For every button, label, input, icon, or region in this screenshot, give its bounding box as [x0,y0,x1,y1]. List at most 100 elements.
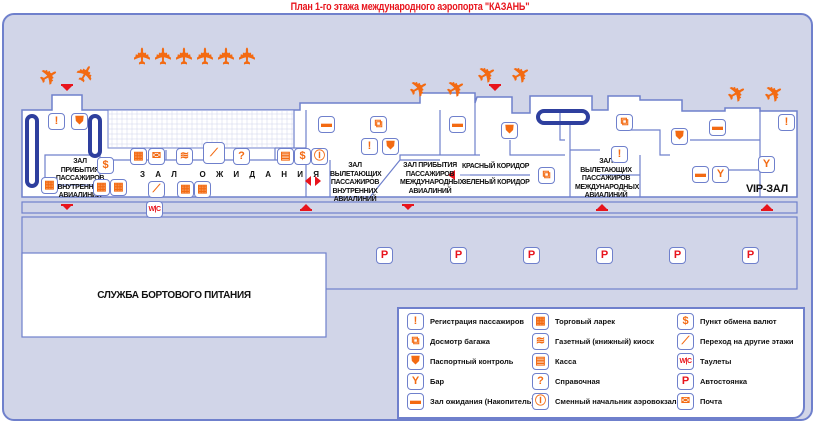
shop-icon[interactable]: ▦ [93,179,110,196]
zone-label-vip: VIP-ЗАЛ [746,183,788,195]
shop-icon[interactable]: ▦ [194,181,211,198]
baggage-icon[interactable]: ⧉ [370,116,387,133]
manager-icon[interactable]: Ⓘ [311,148,328,165]
waiting-icon[interactable]: ▬ [692,166,709,183]
wc-icon: W|C [677,353,694,370]
entrance-arrow-icon [596,204,608,211]
zone-label-domestic-arrivals: ЗАЛ ПРИБЫТИЯ ПАССАЖИРОВ ВНУТРЕННИХ АВИАЛ… [55,158,105,199]
waiting-icon[interactable]: ▬ [709,119,726,136]
zone-label-green-corridor: ЗЕЛЕНЫЙ КОРИДОР [462,179,530,186]
shop-icon[interactable]: ▦ [110,179,127,196]
parking-icon[interactable]: P [450,247,467,264]
baggage-icon[interactable]: ⧉ [616,114,633,131]
exit-arrow-icon [61,84,73,91]
zone-label-waiting-hall: З А Л О Ж И Д А Н И Я [140,170,324,179]
legend-label: Зал ожидания (Накопитель) [430,397,534,406]
exit-arrow-icon [489,84,501,91]
checkin-icon: ! [407,313,424,330]
bar-icon[interactable]: Y [758,156,775,173]
checkin-icon[interactable]: ! [361,138,378,155]
legend-item: $ Пункт обмена валют [677,313,777,330]
stairs-icon[interactable]: ⟋ [148,181,165,198]
bar-icon: Y [407,373,424,390]
waiting-icon: ▬ [407,393,424,410]
cashier-icon: ▤ [532,353,549,370]
baggage-icon[interactable]: ⧉ [538,167,555,184]
map-title: План 1-го этажа международного аэропорта… [290,1,530,13]
waiting-icon[interactable]: ▬ [449,116,466,133]
newsstand-icon[interactable]: ≋ [176,148,193,165]
checkin-icon[interactable]: ! [48,113,65,130]
catering-building [21,252,327,338]
checkin-icon[interactable]: ! [778,114,795,131]
legend-label: Справочная [555,377,601,386]
baggage-carousel-3 [536,109,590,125]
legend-item: ⟋ Переход на другие этажи [677,333,794,350]
legend-label: Торговый ларек [555,317,616,326]
legend-label: Пункт обмена валют [700,317,777,326]
exchange-icon[interactable]: $ [294,148,311,165]
wc-icon[interactable]: W|C [146,201,163,218]
stairs-icon: ⟋ [677,333,694,350]
legend-item: ▦ Торговый ларек [532,313,615,330]
passport-icon[interactable]: ⛊ [382,138,399,155]
checkin-icon[interactable]: ! [611,146,628,163]
legend-label: Касса [555,357,577,366]
legend-label: Сменный начальник аэровокзала [555,397,681,406]
legend-item: ! Регистрация пассажиров [407,313,524,330]
legend-item: W|C Таулеты [677,353,731,370]
passport-icon[interactable]: ⛊ [71,113,88,130]
left-arrow-icon [305,176,311,186]
zone-label-domestic-departures: ЗАЛ ВЫЛЕТАЮЩИХ ПАССАЖИРОВ ВНУТРЕННИХ АВИ… [330,162,382,203]
newsstand-icon: ≋ [532,333,549,350]
legend-item: ▤ Касса [532,353,576,370]
legend-label: Досмотр багажа [430,337,490,346]
exchange-icon: $ [677,313,694,330]
legend-item: ⛊ Паспортный контроль [407,353,513,370]
parking-icon[interactable]: P [669,247,686,264]
passport-icon[interactable]: ⛊ [501,122,518,139]
legend-item: ≋ Газетный (книжный) киоск [532,333,654,350]
legend-label: Бар [430,377,445,386]
legend-label: Таулеты [700,357,732,366]
baggage-icon: ⧉ [407,333,424,350]
post-icon: ✉ [677,393,694,410]
legend-item: ▬ Зал ожидания (Накопитель) [407,393,534,410]
zone-label-international-arrivals: ЗАЛ ПРИБЫТИЯ ПАССАЖИРОВ МЕЖДУНАРОДНЫХ АВ… [400,162,464,195]
legend-label: Почта [700,397,722,406]
parking-icon[interactable]: P [523,247,540,264]
right-arrow-icon [315,176,321,186]
shop-icon[interactable]: ▦ [177,181,194,198]
exit-arrow-icon [402,204,414,210]
bar-icon[interactable]: Y [712,166,729,183]
passport-icon: ⛊ [407,353,424,370]
parking-icon[interactable]: P [376,247,393,264]
cashier-icon[interactable]: ▤ [277,148,294,165]
legend-item: P Автостоянка [677,373,747,390]
legend-label: Автостоянка [700,377,748,386]
legend-label: Газетный (книжный) киоск [555,337,655,346]
exit-arrow-icon [61,204,73,210]
zone-label-international-departures: ЗАЛ ВЫЛЕТАЮЩИХ ПАССАЖИРОВ МЕЖДУНАРОДНЫХ … [575,158,639,199]
shop-icon: ▦ [532,313,549,330]
parking-icon[interactable]: P [742,247,759,264]
parking-icon[interactable]: P [596,247,613,264]
zone-label-red-corridor: КРАСНЫЙ КОРИДОР [462,163,530,170]
info-icon[interactable]: ? [233,148,250,165]
passport-icon[interactable]: ⛊ [671,128,688,145]
stairs-icon[interactable]: ⟋ [203,142,225,164]
legend-label: Переход на другие этажи [700,337,794,346]
exchange-icon[interactable]: $ [97,157,114,174]
entrance-arrow-icon [761,204,773,211]
legend-item: Y Бар [407,373,444,390]
info-icon: ? [532,373,549,390]
baggage-carousel-1 [25,114,39,188]
shop-icon[interactable]: ▦ [130,148,147,165]
legend-panel: ! Регистрация пассажиров ⧉ Досмотр багаж… [397,307,805,419]
waiting-icon[interactable]: ▬ [318,116,335,133]
legend-label: Паспортный контроль [430,357,514,366]
baggage-carousel-2 [88,114,102,158]
left-arrow-icon [448,170,455,180]
shop-icon[interactable]: ▦ [41,177,58,194]
post-icon[interactable]: ✉ [148,148,165,165]
